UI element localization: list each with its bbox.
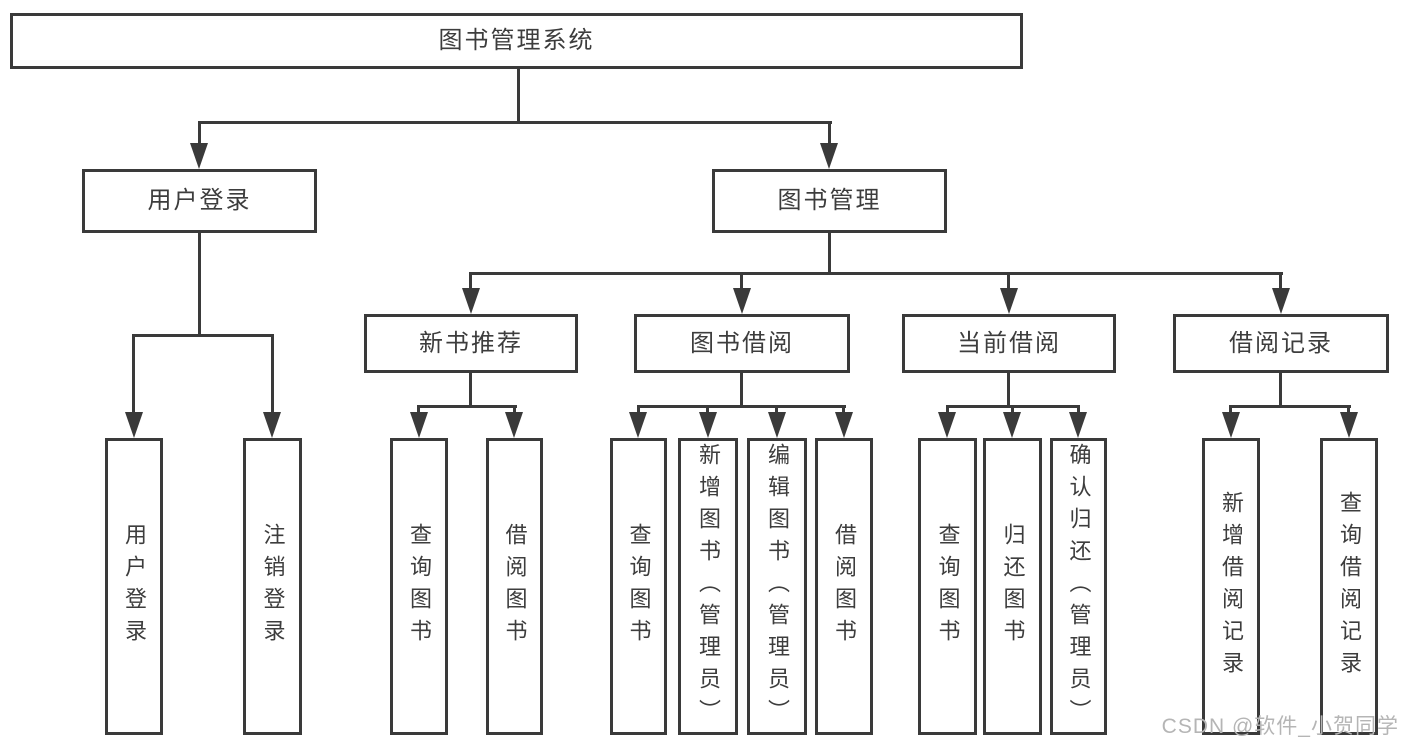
arrowhead-down-icon	[1272, 288, 1290, 314]
leaf-borrow-books-borrowing: 借阅图书	[815, 438, 873, 735]
connector-drop	[198, 121, 201, 149]
node-book-borrowing: 图书借阅	[634, 314, 850, 373]
leaf-label: 查询图书	[935, 522, 961, 651]
leaf-label: 借阅图书	[502, 522, 528, 651]
node-library-management-system: 图书管理系统	[10, 13, 1023, 69]
arrowhead-down-icon	[835, 412, 853, 438]
connector-drop	[469, 272, 472, 298]
arrowhead-down-icon	[1069, 412, 1087, 438]
arrowhead-down-icon	[629, 412, 647, 438]
leaf-add-borrow-record: 新增借阅记录	[1202, 438, 1260, 735]
connector-drop	[1007, 272, 1010, 298]
node-label: 图书借阅	[690, 329, 794, 357]
leaf-query-borrow-record: 查询借阅记录	[1320, 438, 1378, 735]
connector-stub	[469, 373, 472, 408]
arrowhead-down-icon	[733, 288, 751, 314]
connector-drop	[132, 334, 135, 414]
node-book-management: 图书管理	[712, 169, 947, 233]
arrowhead-down-icon	[938, 412, 956, 438]
connector-stub	[1007, 373, 1010, 408]
connector-rail	[417, 405, 517, 408]
connector-stub	[198, 233, 201, 337]
leaf-borrow-books-recommend: 借阅图书	[486, 438, 543, 735]
leaf-query-books-borrowing: 查询图书	[610, 438, 667, 735]
arrowhead-down-icon	[820, 143, 838, 169]
leaf-label: 查询图书	[407, 522, 432, 651]
node-new-book-recommendation: 新书推荐	[364, 314, 578, 373]
leaf-label: 编辑图书（管理员）	[765, 442, 790, 731]
connector-drop	[828, 121, 831, 149]
node-label: 新书推荐	[419, 329, 523, 357]
leaf-label: 查询借阅记录	[1337, 490, 1362, 683]
arrowhead-down-icon	[125, 412, 143, 438]
leaf-query-books-recommend: 查询图书	[390, 438, 448, 735]
node-label: 当前借阅	[957, 329, 1061, 357]
leaf-query-books-current: 查询图书	[918, 438, 977, 735]
connector-rail	[469, 272, 1283, 275]
leaf-label: 归还图书	[1000, 522, 1026, 651]
leaf-label: 新增图书（管理员）	[696, 442, 721, 731]
arrowhead-down-icon	[462, 288, 480, 314]
leaf-label: 确认归还（管理员）	[1066, 442, 1092, 731]
arrowhead-down-icon	[1222, 412, 1240, 438]
connector-rail	[1229, 405, 1351, 408]
arrowhead-down-icon	[699, 412, 717, 438]
connector-stub	[828, 233, 831, 275]
leaf-label: 用户登录	[122, 522, 147, 651]
node-label: 用户登录	[147, 187, 252, 214]
leaf-add-books-admin: 新增图书（管理员）	[678, 438, 738, 735]
leaf-label: 借阅图书	[832, 522, 857, 651]
connector-rail	[637, 405, 846, 408]
leaf-logout: 注销登录	[243, 438, 302, 735]
arrowhead-down-icon	[1003, 412, 1021, 438]
node-current-borrowing: 当前借阅	[902, 314, 1116, 373]
arrowhead-down-icon	[190, 143, 208, 169]
leaf-label: 新增借阅记录	[1219, 490, 1244, 683]
node-label: 图书管理系统	[438, 27, 595, 54]
arrowhead-down-icon	[1340, 412, 1358, 438]
arrowhead-down-icon	[1000, 288, 1018, 314]
connector-drop	[740, 272, 743, 298]
leaf-edit-books-admin: 编辑图书（管理员）	[747, 438, 807, 735]
arrowhead-down-icon	[263, 412, 281, 438]
connector-stub	[517, 69, 520, 124]
leaf-return-books: 归还图书	[983, 438, 1042, 735]
leaf-confirm-return-admin: 确认归还（管理员）	[1050, 438, 1107, 735]
connector-rail	[132, 334, 274, 337]
leaf-label: 注销登录	[260, 522, 286, 651]
connector-drop	[271, 334, 274, 414]
node-label: 图书管理	[777, 187, 882, 214]
arrowhead-down-icon	[505, 412, 523, 438]
node-borrowing-records: 借阅记录	[1173, 314, 1389, 373]
leaf-user-login: 用户登录	[105, 438, 163, 735]
leaf-label: 查询图书	[626, 522, 652, 651]
connector-stub	[740, 373, 743, 408]
connector-stub	[1279, 373, 1282, 408]
arrowhead-down-icon	[410, 412, 428, 438]
connector-drop	[1279, 272, 1282, 298]
node-label: 借阅记录	[1229, 329, 1333, 357]
node-user-login: 用户登录	[82, 169, 317, 233]
connector-rail	[198, 121, 832, 124]
arrowhead-down-icon	[768, 412, 786, 438]
csdn-watermark: CSDN @软件_小贺同学	[1161, 715, 1399, 738]
